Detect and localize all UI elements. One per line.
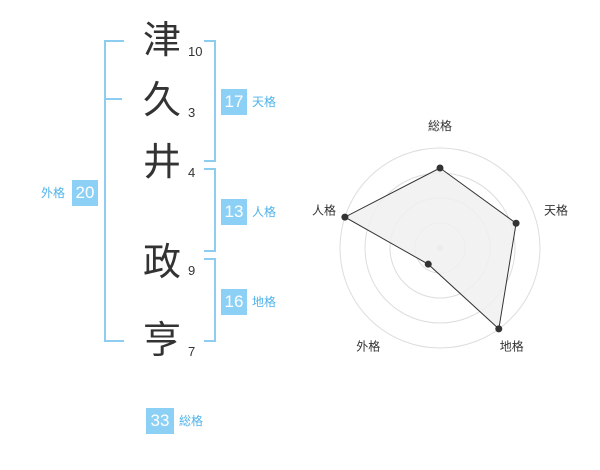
- gaikaku-value: 20: [72, 180, 98, 206]
- name-char-3: 井: [142, 140, 181, 184]
- stroke-count-2: 3: [188, 105, 196, 120]
- radar-point-4: [341, 213, 349, 221]
- radar-axis-label-3: 外格: [356, 339, 380, 354]
- chikaku-bracket: [204, 258, 216, 342]
- gaikaku-bracket-tick: [104, 98, 122, 100]
- tenkaku-label: 天格: [252, 95, 277, 109]
- radar-axis-label-0: 総格: [428, 118, 452, 133]
- tenkaku-bracket: [204, 40, 216, 162]
- radar-value-polygon: [343, 167, 517, 330]
- radar-axis-label-1: 天格: [544, 202, 568, 217]
- radar-axis-label-2: 地格: [500, 339, 524, 354]
- name-char-2: 久: [142, 78, 181, 122]
- radar-point-0: [436, 164, 444, 172]
- soukaku-value: 33: [146, 408, 174, 434]
- gaikaku-bracket: [104, 40, 124, 342]
- stroke-count-3: 4: [188, 165, 196, 180]
- stroke-count-1: 10: [188, 44, 203, 59]
- jinkaku-bracket: [204, 168, 216, 252]
- radar-point-1: [512, 219, 520, 227]
- radar-axis-label-4: 人格: [312, 202, 336, 217]
- soukaku-label: 総格: [179, 414, 204, 428]
- gaikaku-label: 外格: [41, 186, 66, 200]
- radar-point-2: [495, 325, 503, 333]
- chikaku-value: 16: [221, 289, 247, 315]
- tenkaku-value: 17: [221, 89, 247, 115]
- stroke-count-4: 9: [188, 263, 196, 278]
- name-char-4: 政: [142, 240, 181, 284]
- radar-ring-4: [339, 147, 541, 349]
- name-char-5: 亨: [142, 318, 181, 362]
- jinkaku-value: 13: [221, 199, 247, 225]
- stroke-count-5: 7: [188, 344, 196, 359]
- jinkaku-label: 人格: [252, 205, 277, 219]
- chikaku-label: 地格: [252, 295, 277, 309]
- name-char-1: 津: [142, 18, 181, 62]
- radar-point-3: [424, 260, 432, 268]
